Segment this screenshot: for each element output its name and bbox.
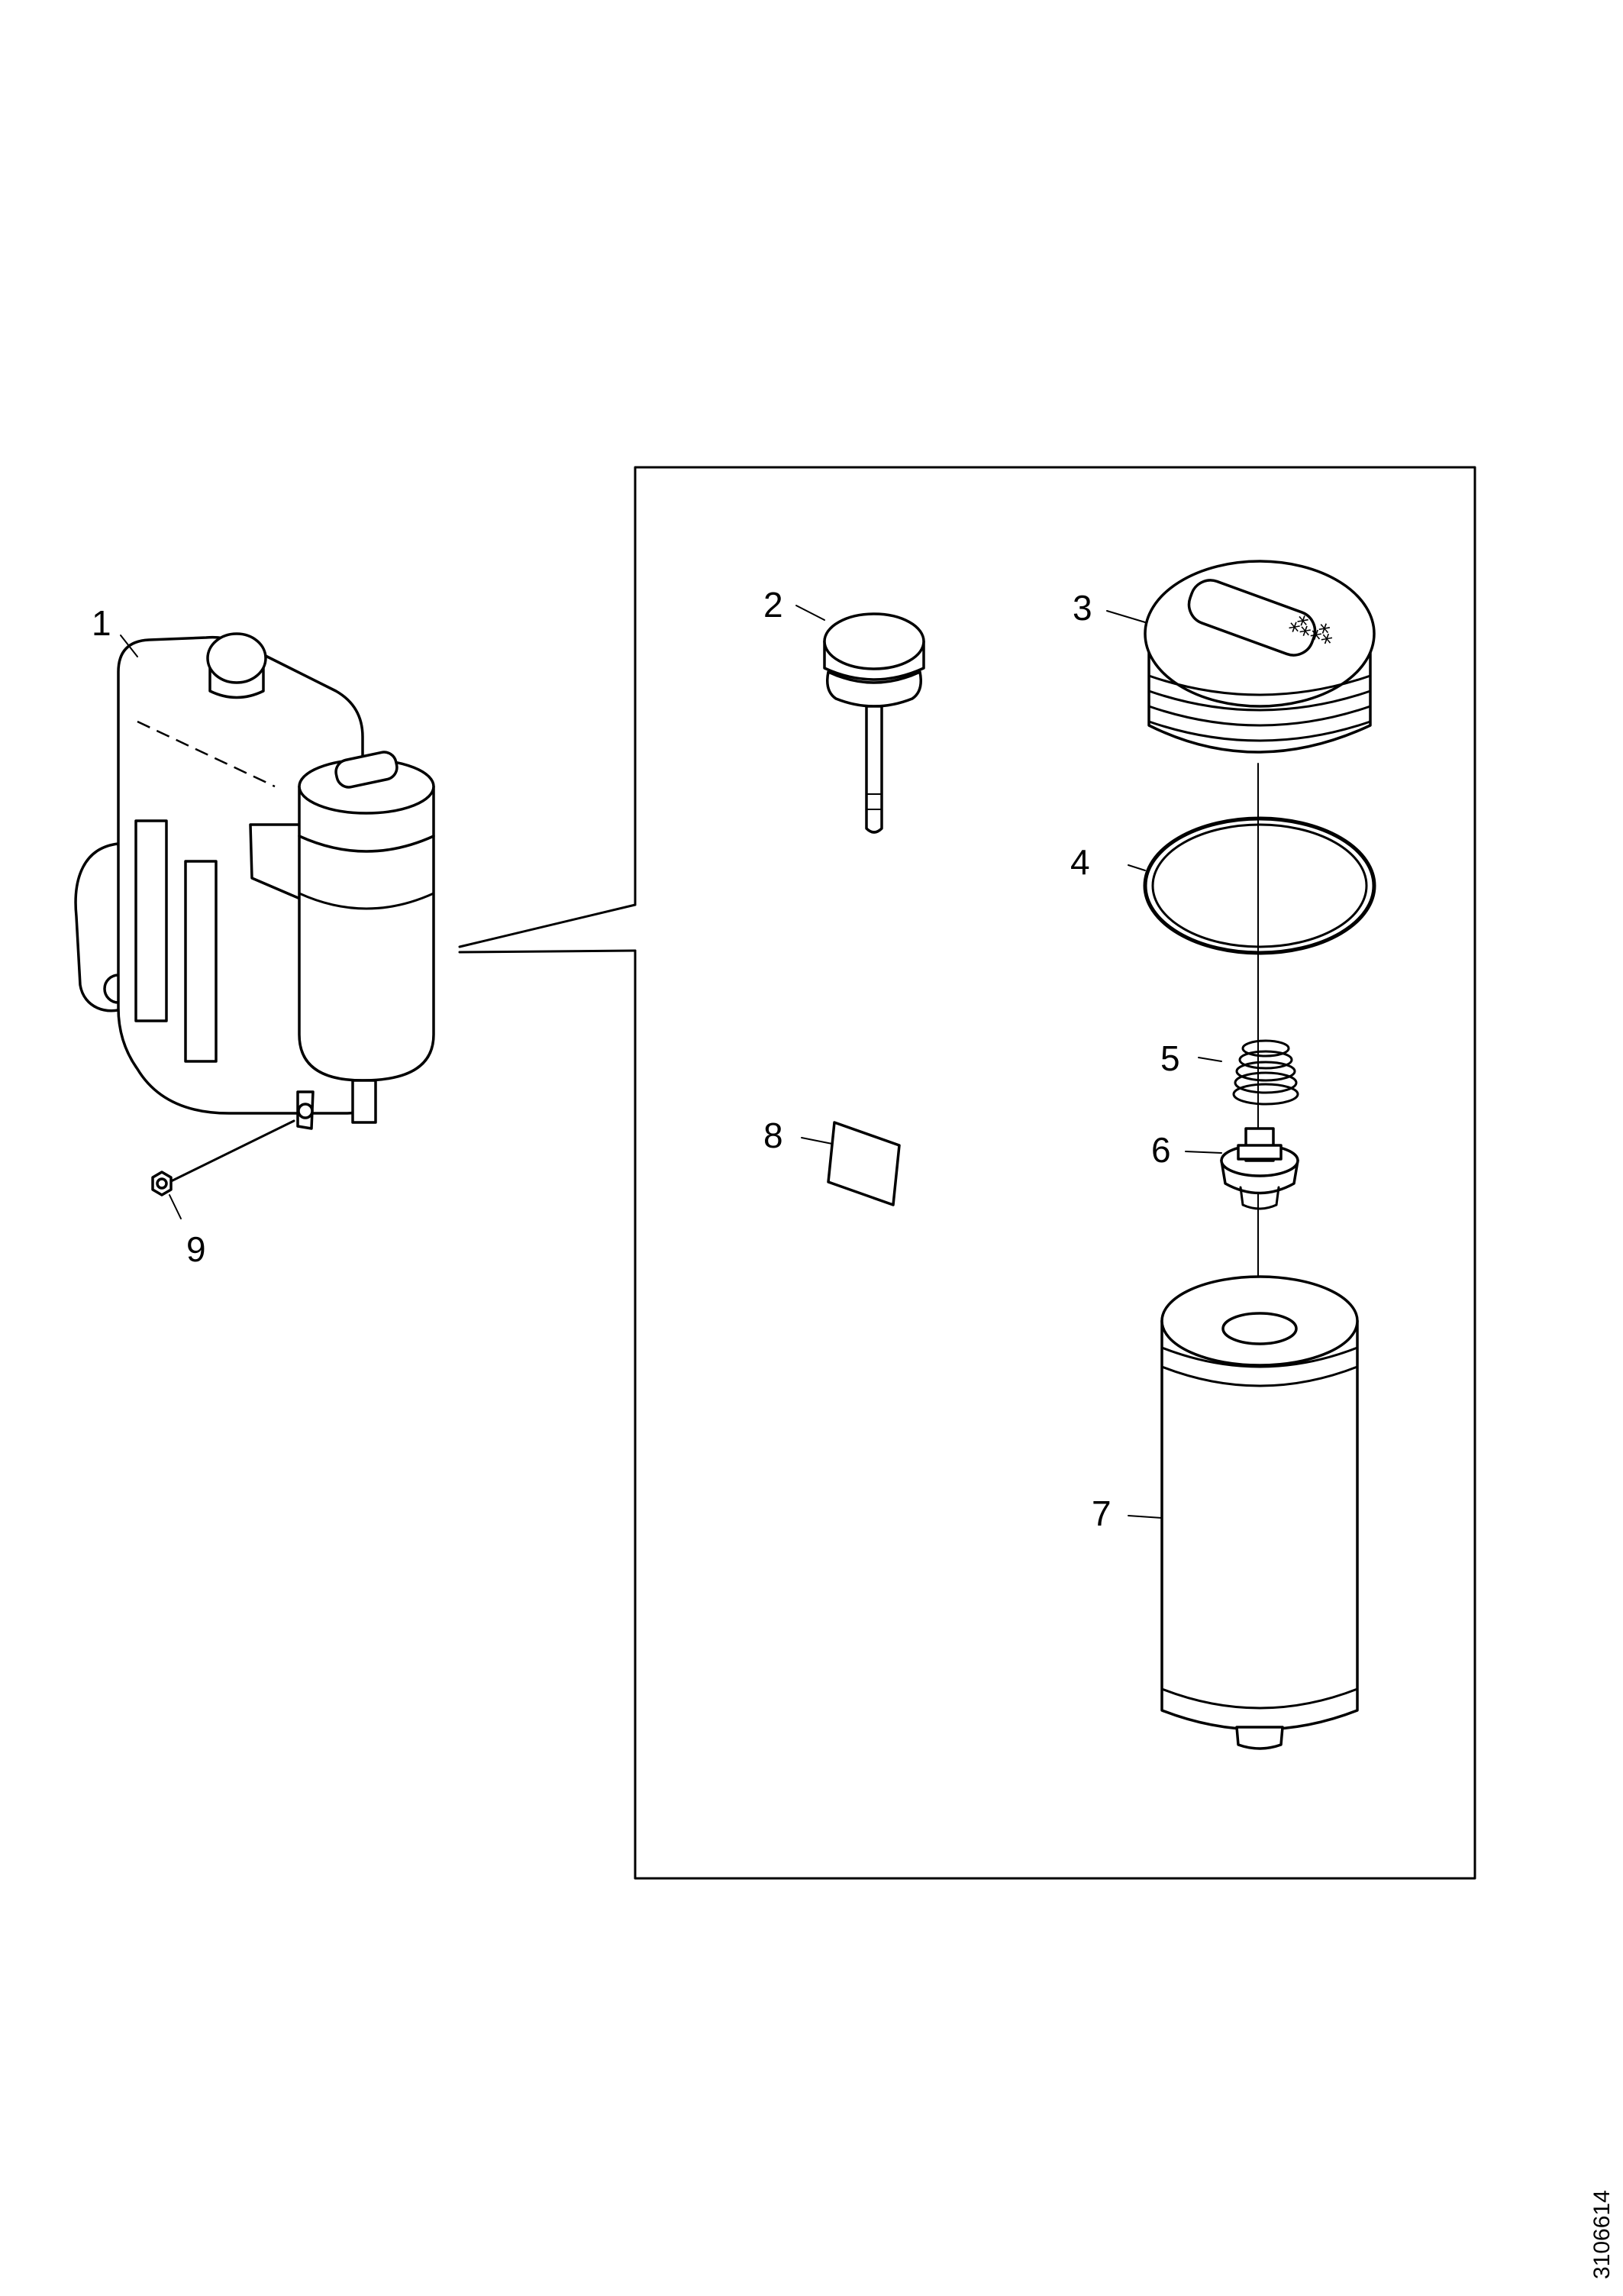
valve-insert (1220, 1127, 1299, 1210)
dipstick-plug (823, 612, 925, 834)
screw (151, 1119, 295, 1196)
spring (1232, 1039, 1299, 1106)
callout-8: 8 (763, 1116, 783, 1155)
callout-2: 2 (763, 585, 783, 625)
figure-code: 3106614 (1589, 2190, 1615, 2279)
callout-1: 1 (92, 603, 111, 643)
callout-labels: 1 2 3 4 5 6 7 8 9 (92, 585, 1180, 1533)
callout-6: 6 (1151, 1130, 1171, 1170)
detail-frame (458, 466, 1476, 1880)
o-ring-seal (1143, 816, 1376, 955)
label-sticker (827, 1121, 901, 1206)
callout-7: 7 (1092, 1494, 1112, 1533)
reservoir-tank-assembly (74, 632, 435, 1130)
callout-4: 4 (1070, 842, 1090, 882)
callout-5: 5 (1160, 1038, 1180, 1078)
leader-lines (120, 605, 1222, 1519)
callout-9: 9 (186, 1229, 206, 1269)
callout-3: 3 (1073, 588, 1092, 628)
filter-cap: ⁂⁂ (1144, 560, 1376, 754)
filter-element (1160, 1275, 1359, 1750)
